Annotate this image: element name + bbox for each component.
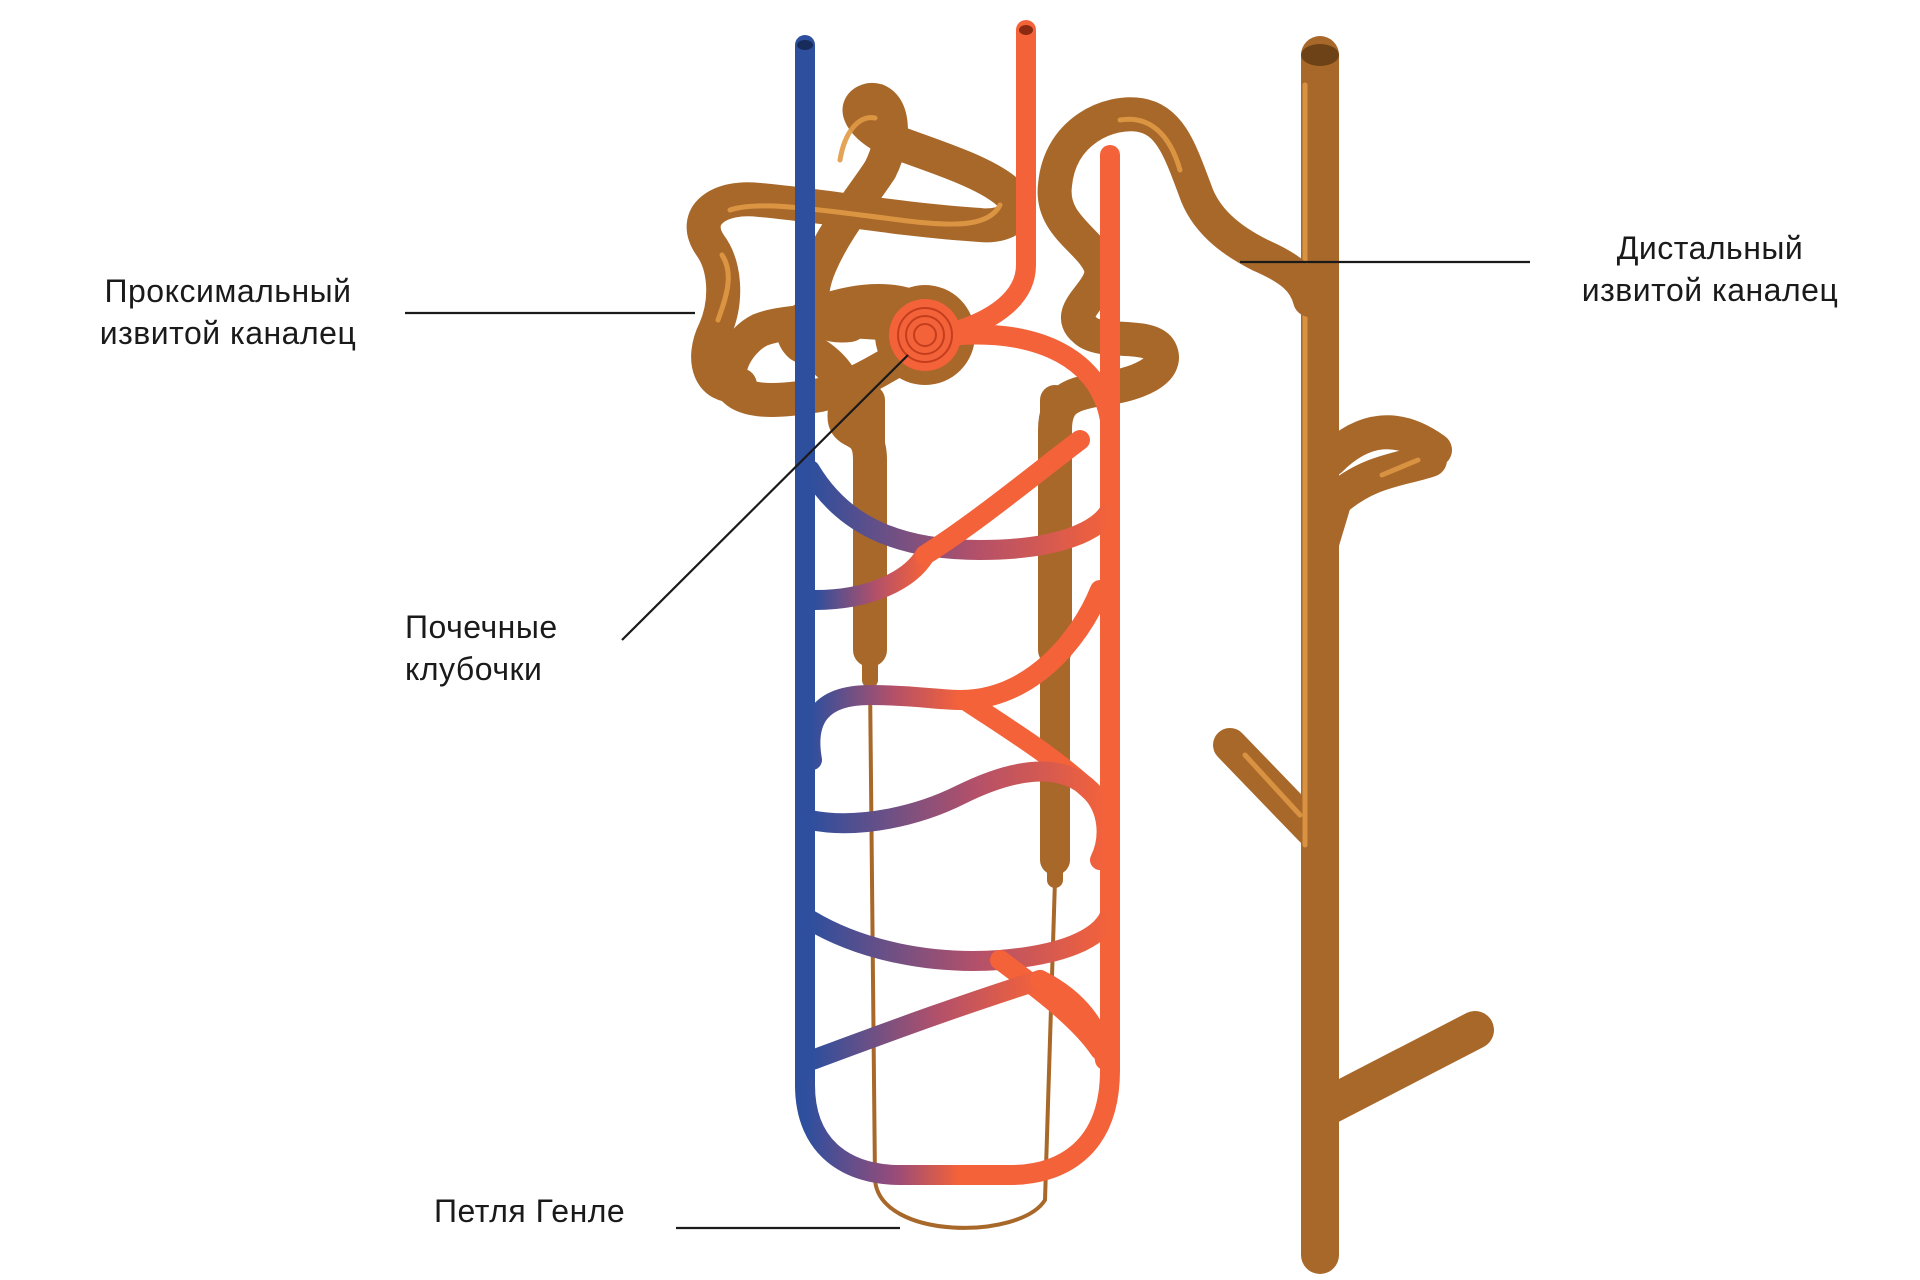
glomerulus-icon xyxy=(889,299,961,371)
collecting-duct xyxy=(1213,36,1494,1274)
labels: Проксимальный извитой каналец Дистальный… xyxy=(100,230,1839,1229)
blood-vessels xyxy=(795,20,1120,1185)
proximal-label-line2: извитой каналец xyxy=(100,315,357,351)
distal-label-line1: Дистальный xyxy=(1617,230,1804,266)
proximal-label-line1: Проксимальный xyxy=(104,273,351,309)
glomeruli-label-line1: Почечные xyxy=(405,609,558,645)
glomeruli-leader xyxy=(621,354,909,641)
leader-lines xyxy=(405,260,1530,1230)
nephron-tubule xyxy=(686,83,1327,1230)
distal-label-line2: извитой каналец xyxy=(1582,272,1839,308)
henle-loop-label: Петля Генле xyxy=(434,1193,625,1229)
glomeruli-label-line2: клубочки xyxy=(405,651,542,687)
